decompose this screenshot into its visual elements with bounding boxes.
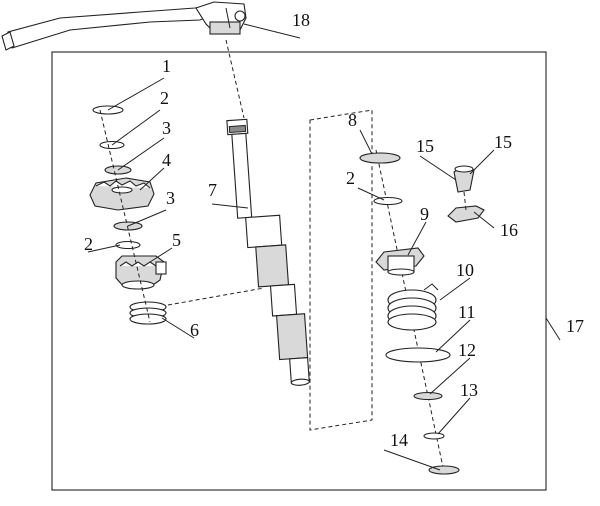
left-stack-axis (99, 109, 151, 323)
plate-11 (385, 347, 451, 363)
sub-assembly-box (309, 109, 373, 431)
callout-16: 16 (500, 220, 518, 240)
washer-2c (373, 196, 403, 206)
callout-2a: 2 (160, 88, 169, 108)
bolt-15 (453, 165, 475, 193)
lever-axis (225, 39, 245, 119)
spring-to-shaft (167, 287, 265, 306)
callout-15b: 15 (494, 132, 512, 152)
washer-2b (115, 240, 141, 250)
callout-2c: 2 (346, 168, 355, 188)
callout-18: 18 (292, 10, 310, 30)
return-spring-10 (387, 283, 439, 331)
callout-3a: 3 (162, 118, 171, 138)
callout-1: 1 (162, 56, 171, 76)
bolt-axis (463, 191, 467, 211)
washer-12 (413, 391, 443, 401)
kickstart-lever (1, 1, 247, 51)
spring-6 (129, 301, 167, 325)
callout-14: 14 (390, 430, 408, 450)
callout-8: 8 (348, 110, 357, 130)
assembly-frame (51, 51, 547, 491)
callout-12: 12 (458, 340, 476, 360)
callout-17: 17 (566, 316, 584, 336)
washer-13 (423, 432, 445, 440)
leader-lines (87, 23, 561, 471)
gear-4 (89, 177, 155, 211)
callout-15a: 15 (416, 136, 434, 156)
washer-14 (428, 465, 460, 475)
callout-13: 13 (460, 380, 478, 400)
callout-2b: 2 (84, 234, 93, 254)
callout-10: 10 (456, 260, 474, 280)
callout-9: 9 (420, 204, 429, 224)
callout-4: 4 (162, 150, 171, 170)
callout-3b: 3 (166, 188, 175, 208)
ratchet-5 (115, 255, 167, 290)
kick-shaft (226, 118, 310, 386)
callout-7: 7 (208, 180, 217, 200)
callout-6: 6 (190, 320, 199, 340)
washer-8 (359, 152, 401, 164)
callout-5: 5 (172, 230, 181, 250)
callout-11: 11 (458, 302, 475, 322)
guide-9 (375, 247, 425, 276)
clip-16 (447, 205, 485, 223)
